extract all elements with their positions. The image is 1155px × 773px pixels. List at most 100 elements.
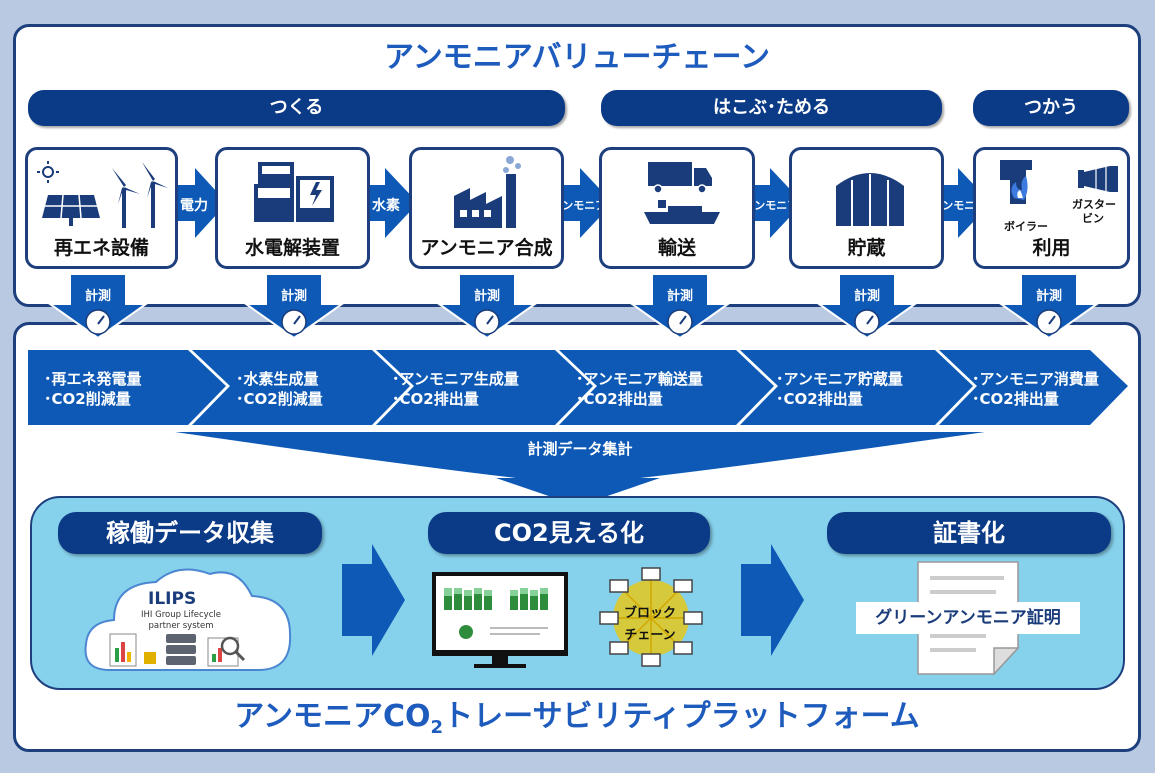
platform-title-post: トレーサビリティプラットフォーム [443,699,920,734]
blockchain-label-line2: チェーン [624,628,676,643]
metric-line: ･水素生成量 [236,370,319,388]
aggregation-funnel [175,432,985,506]
metric-line: ･アンモニア貯蔵量 [776,370,903,388]
metrics-renewable: ･再エネ発電量 ･CO2削減量 [44,369,142,409]
stage-label-transport: 輸送 [657,237,696,259]
certificate-label: グリーンアンモニア証明 [856,602,1080,634]
dashboard-monitor-icon [432,572,568,668]
chevron-5 [740,350,973,425]
measure-arrow-2 [242,273,346,340]
metrics-ammonia-production: ･アンモニア生成量 ･CO2排出量 [392,369,519,409]
value-chain-title: アンモニアバリューチェーン [383,40,771,75]
ilips-subtitle-line2: partner system [148,621,214,631]
gauge-icon [1036,309,1062,335]
phase-transport-store: はこぶ･ためる [601,90,942,126]
connector-label-ammonia-1: アンモニア [551,199,607,212]
box-icon [144,652,156,664]
gauge-icon [85,309,111,335]
metric-line: ･CO2削減量 [236,390,323,408]
connector-label-ammonia-3: アンモニア [931,199,987,212]
stage-label-renewable: 再エネ設備 [53,237,149,259]
chevron-1 [28,350,226,425]
connector-label-ammonia-2: アンモニア [743,199,799,212]
blockchain-network-icon [599,567,703,667]
measure-label-2: 計測 [280,289,307,304]
measure-label-1: 計測 [84,289,111,304]
chevron-6 [939,350,1128,425]
metric-line: ･CO2排出量 [392,390,479,408]
measure-arrow-3 [435,273,539,340]
gas-turbine-label-line2: ビン [1082,212,1104,225]
ilips-title: ILIPS [148,589,197,609]
step-arrows [342,544,804,656]
measure-arrow-6 [997,273,1101,340]
boiler-label: ボイラー [1004,220,1048,233]
metric-line: ･CO2排出量 [576,390,663,408]
truck-ship-icon [644,162,720,224]
stage-utilization: ボイラー ガスター ビン 利用 [973,147,1130,269]
stage-label-electrolyzer: 水電解装置 [244,237,340,259]
gauge-icon [474,309,500,335]
measure-arrow-4 [628,273,732,340]
stage-electrolyzer: 水電解装置 [215,147,370,269]
analysis-magnifier-icon [207,636,246,667]
metric-line: ･アンモニア生成量 [392,370,519,388]
phase-use: つかう [973,90,1129,126]
metrics-ammonia-transport: ･アンモニア輸送量 ･CO2排出量 [576,369,703,409]
stage-ammonia-synthesis: アンモニア合成 [409,147,564,269]
blockchain-label-line1: ブロック [623,606,676,621]
step-arrow-2 [741,544,804,656]
boiler-turbine-icon [1000,160,1118,204]
stage-label-storage: 貯蔵 [847,237,886,259]
phase-make: つくる [28,90,565,126]
storage-tank-icon [836,173,904,226]
measure-label-3: 計測 [473,289,500,304]
factory-icon [454,156,521,228]
value-chain-panel [13,24,1141,307]
metric-line: ･再エネ発電量 [44,370,142,388]
connector-label-hydrogen: 水素 [372,198,400,214]
measure-arrows [46,273,1101,340]
metric-line: ･CO2排出量 [972,390,1059,408]
measure-label-6: 計測 [1035,289,1062,304]
measure-arrow-5 [815,273,919,340]
metrics-hydrogen: ･水素生成量 ･CO2削減量 [236,369,323,409]
platform-title-subscript: 2 [430,717,444,738]
measure-label-5: 計測 [853,289,880,304]
metrics-ammonia-consumption: ･アンモニア消費量 ･CO2排出量 [972,369,1099,409]
stage-transport: 輸送 [599,147,755,269]
platform-title-pre: アンモニアCO [234,699,431,734]
ilips-subtitle-line1: IHI Group Lifecycle [141,610,221,620]
step-data-collection: 稼働データ収集 [58,512,322,554]
metric-line: ･アンモニア輸送量 [576,370,703,388]
solar-wind-icon [37,161,168,228]
database-server-icon [166,634,196,665]
gas-turbine-label-line1: ガスター [1072,198,1116,211]
step-co2-visualization: CO2見える化 [428,512,710,554]
chevron-2 [192,350,410,425]
gauge-icon [854,309,880,335]
stage-label-ammonia-synthesis: アンモニア合成 [420,237,553,259]
stage-label-utilization: 利用 [1032,237,1071,259]
metric-line: ･CO2削減量 [44,390,131,408]
stage-storage: 貯蔵 [789,147,944,269]
step-arrow-1 [342,544,405,656]
chevron-4 [559,350,774,425]
aggregation-label: 計測データ集計 [527,440,633,458]
measure-label-4: 計測 [666,289,693,304]
metric-line: ･アンモニア消費量 [972,370,1099,388]
gauge-icon [281,309,307,335]
platform-title: アンモニアCO2トレーサビリティプラットフォーム [13,696,1141,749]
gauge-icon [667,309,693,335]
electrolyzer-icon [254,162,334,222]
documents-icon [109,633,137,667]
connector-label-power: 電力 [180,198,208,214]
chevron-3 [376,350,593,425]
ilips-cloud-icon [84,568,292,671]
metrics-ammonia-storage: ･アンモニア貯蔵量 ･CO2排出量 [776,369,903,409]
measure-arrow-1 [46,273,150,340]
step-certification: 証書化 [827,512,1111,554]
stage-renewable: 再エネ設備 [25,147,178,269]
metrics-chevron-band [28,350,1128,425]
